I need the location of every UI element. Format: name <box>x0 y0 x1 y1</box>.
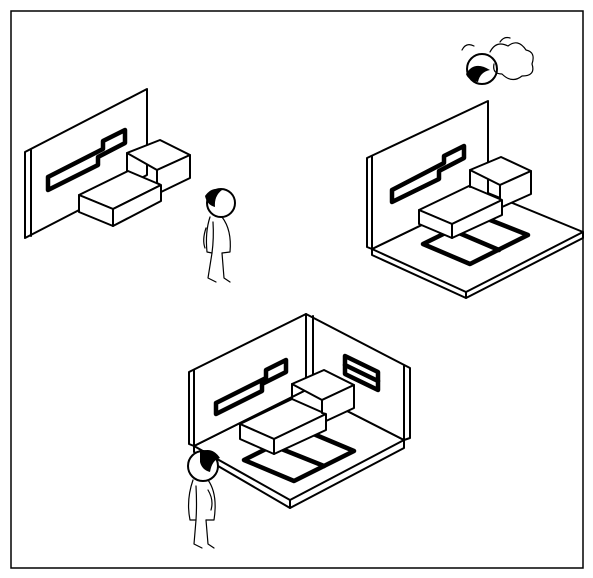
wall-niche <box>45 127 128 193</box>
figure-frame <box>10 10 584 569</box>
wall-niche <box>213 357 289 417</box>
wall-niche <box>389 143 467 205</box>
sofa-bed <box>78 139 191 227</box>
sofa-bed <box>418 156 532 239</box>
panel-full-room <box>187 313 411 549</box>
panel-wall-only <box>24 88 236 283</box>
back-wall <box>24 88 148 239</box>
thinking-child <box>461 36 534 85</box>
panel-wall-and-floor <box>366 36 584 299</box>
window <box>342 353 381 393</box>
sofa-bed <box>239 369 355 455</box>
standing-child <box>203 188 236 283</box>
standing-child <box>187 450 220 549</box>
